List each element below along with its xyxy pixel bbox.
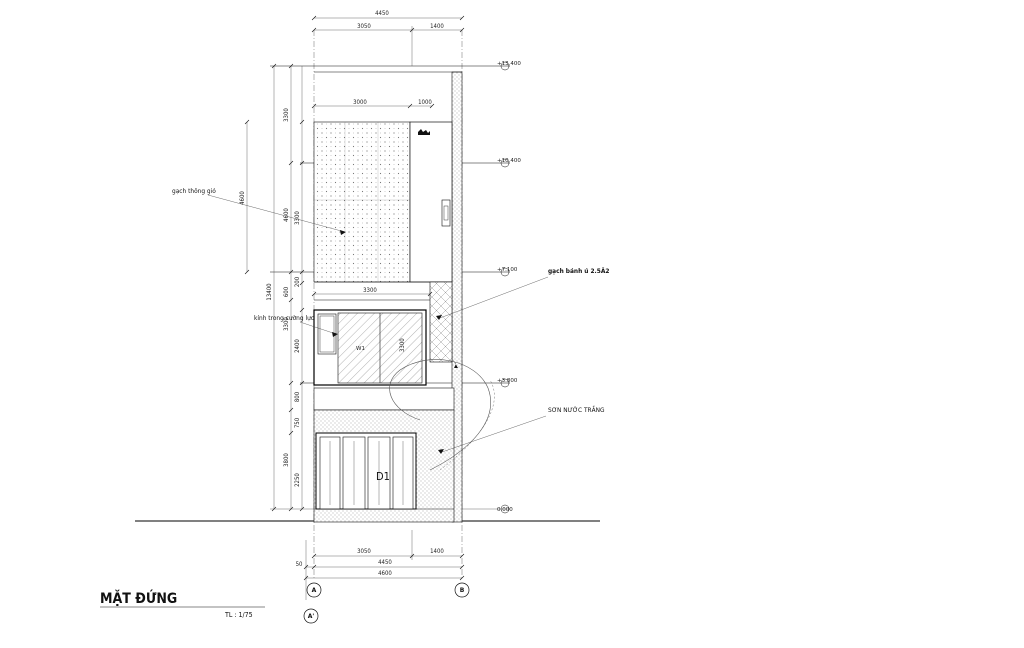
- dim-vert-750: 750: [294, 417, 301, 428]
- door-leaves: [319, 436, 414, 510]
- dim-bottom-left: 3050: [357, 548, 371, 555]
- dim-vert-3300-b: 3300: [294, 211, 301, 225]
- dim-vert-left-upper: 4600: [239, 191, 246, 205]
- level-3800: +3.800: [497, 378, 518, 384]
- level-markers: [500, 61, 510, 514]
- axis-label-a-prime: A': [308, 613, 315, 620]
- vent-brick-panel: [313, 121, 411, 283]
- level-13400: +13.400: [497, 61, 521, 67]
- level-7100: +7.100: [497, 267, 518, 273]
- note-vent-brick: gạch thông gió: [172, 187, 216, 195]
- top-dimensions: [311, 15, 465, 66]
- dim-vert-2400: 2400: [294, 339, 301, 353]
- note-white-paint: SƠN NƯỚC TRẮNG: [548, 404, 605, 414]
- window-width-vertical-label: 3300: [399, 338, 406, 352]
- drawing-scale: TL : 1/75: [224, 611, 253, 619]
- dim-vert-600: 600: [283, 286, 290, 297]
- plant-icon-2: [452, 358, 458, 368]
- dim-bottom-offset: 50: [296, 561, 303, 568]
- dim-bottom-overall: 4600: [378, 570, 392, 577]
- dim-upper-right: 1000: [418, 99, 432, 106]
- level-0000: 0.000: [497, 507, 513, 513]
- note-glass-bricks: gạch bánh ú 2.5Â2: [548, 266, 609, 275]
- left-vertical-dimensions: [244, 63, 305, 512]
- dim-top-right: 1400: [430, 23, 444, 30]
- dim-vert-4600: 4600: [283, 208, 290, 222]
- axis-label-b: B: [460, 587, 465, 594]
- dim-vert-800: 800: [294, 391, 301, 402]
- drawing-title: MẶT ĐỨNG: [100, 589, 177, 607]
- leader-vent-brick: [207, 194, 346, 233]
- dim-vert-3300-a: 3300: [283, 108, 290, 122]
- glass-brick-column: [429, 281, 453, 363]
- axis-bubble-a-prime: [303, 608, 319, 624]
- dim-bottom-right: 1400: [430, 548, 444, 555]
- axis-label-a: A: [312, 587, 317, 594]
- note-tempered-glass: kính trong cường lực: [254, 314, 314, 322]
- leader-glass-bricks: [439, 276, 549, 319]
- dim-vert-left-total: 13400: [266, 283, 273, 301]
- door-tag: D1: [376, 470, 390, 483]
- axis-bubble-b: [454, 582, 470, 598]
- leader-white-paint: [441, 415, 547, 453]
- bottom-dimensions: [303, 530, 465, 600]
- mid-dimension: [311, 291, 433, 297]
- dim-vert-200: 200: [294, 276, 301, 287]
- dim-mid-width: 3300: [363, 287, 377, 294]
- window-tag: W1: [356, 346, 365, 352]
- balcony-slab: [313, 387, 455, 411]
- dim-top-left: 3050: [357, 23, 371, 30]
- dim-vert-2250: 2250: [294, 473, 301, 487]
- leader-tempered-glass: [299, 321, 337, 335]
- dim-vert-3800: 3800: [283, 453, 290, 467]
- dim-bottom-total: 4450: [378, 559, 392, 566]
- level-10400: +10.400: [497, 158, 521, 164]
- dim-top-total: 4450: [375, 10, 389, 17]
- plant-icon: [418, 129, 430, 135]
- upper-dimensions: [311, 103, 435, 109]
- axis-bubble-a: [306, 582, 322, 598]
- dim-upper-left: 3000: [353, 99, 367, 106]
- dim-vert-3300-c: 3300: [283, 317, 290, 331]
